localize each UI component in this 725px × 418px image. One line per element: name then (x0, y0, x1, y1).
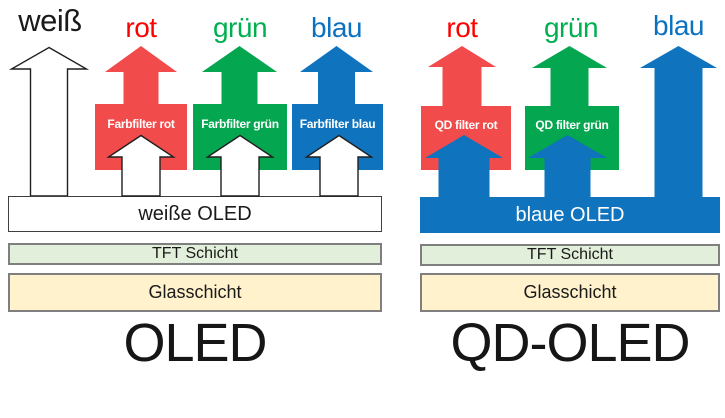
green-output-arrow-right-icon (532, 46, 607, 106)
glass-layer-right-label: Glasschicht (523, 282, 617, 302)
color-filter-blue-label: Farbfilter blau (299, 117, 376, 131)
glass-layer-left: Glasschicht (8, 273, 382, 312)
green-output-arrow-left-icon (202, 46, 277, 106)
white-oled-layer: weiße OLED (8, 196, 382, 232)
blue-light-label-left: blau (311, 12, 362, 43)
blue-light-label-right: blau (653, 10, 704, 41)
white-arrow-into-red-filter-icon (106, 134, 176, 197)
green-light-label-right: grün (543, 12, 599, 43)
tft-layer-right-label: TFT Schicht (527, 246, 613, 263)
red-output-arrow-left-icon (105, 46, 177, 106)
red-light-label-right: rot (446, 12, 478, 43)
blue-arrow-into-green-filter-icon (528, 135, 607, 198)
qd-filter-green-label: QD filter grün (535, 118, 609, 132)
tft-layer-left-label: TFT Schicht (152, 245, 238, 262)
qd-oled-title: QD-OLED (450, 313, 690, 373)
oled-title: OLED (123, 313, 267, 373)
blue-oled-layer-label: blaue OLED (515, 203, 625, 226)
glass-layer-right: Glasschicht (420, 273, 720, 312)
blue-arrow-into-red-filter-icon (425, 135, 503, 198)
red-light-label-left: rot (125, 12, 157, 43)
white-oled-layer-label: weiße OLED (138, 202, 252, 225)
white-light-label: weiß (18, 3, 82, 38)
qd-filter-red-label: QD filter rot (434, 118, 498, 132)
white-arrow-into-blue-filter-icon (304, 134, 374, 197)
glass-layer-left-label: Glasschicht (148, 282, 242, 302)
blue-oled-layer: blaue OLED (420, 197, 720, 233)
tft-layer-right: TFT Schicht (420, 244, 720, 266)
white-arrow-into-green-filter-icon (205, 134, 275, 197)
tft-layer-left: TFT Schicht (8, 243, 382, 265)
color-filter-green-label: Farbfilter grün (201, 117, 279, 131)
red-output-arrow-right-icon (428, 46, 496, 107)
white-light-arrow-icon (8, 46, 90, 197)
color-filter-red-label: Farbfilter rot (107, 117, 175, 131)
blue-output-arrow-left-icon (300, 46, 373, 106)
blue-output-arrow-tall-icon (640, 46, 717, 198)
green-light-label-left: grün (212, 12, 268, 43)
